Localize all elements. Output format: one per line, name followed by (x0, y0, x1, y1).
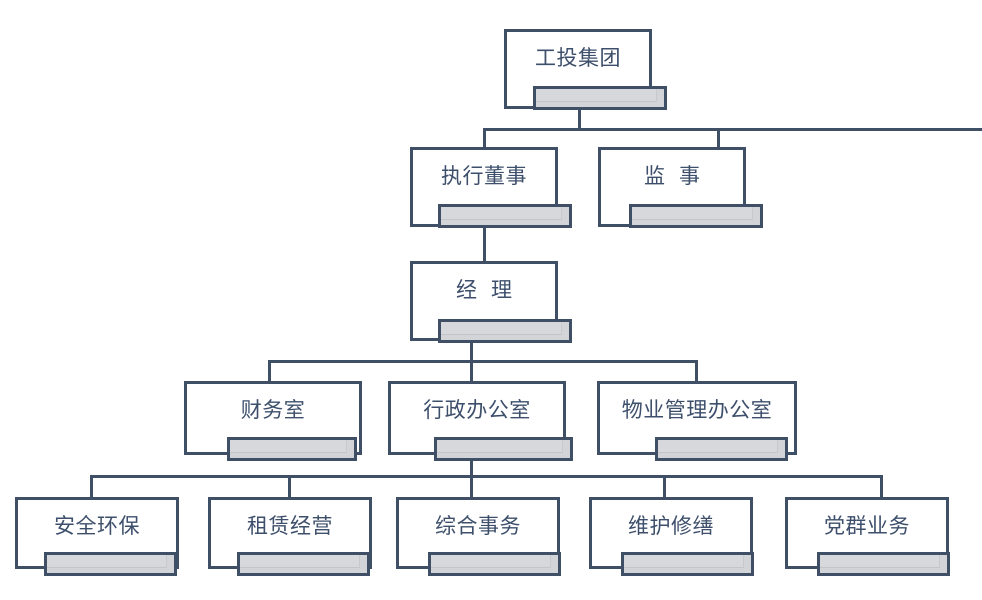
org-node-label: 行政办公室 (423, 398, 531, 422)
org-node-base-bar (621, 552, 754, 576)
org-node-label: 租赁经营 (247, 514, 333, 538)
connector-to-n3 (717, 128, 720, 148)
org-node-zhixing-dongshi[interactable]: 执行董事 (410, 147, 558, 227)
org-node-base-bar (428, 552, 561, 576)
org-node-base-bar (237, 552, 370, 576)
connector-to-n12 (880, 475, 883, 498)
org-node-label: 党群业务 (824, 514, 910, 538)
org-node-base-bar (655, 437, 788, 461)
org-node-base-bar (533, 86, 667, 110)
org-node-label: 工投集团 (535, 46, 621, 70)
connector-n1-down (578, 109, 581, 131)
org-node-base-bar (438, 319, 572, 343)
connector-level2-bus-fix (483, 128, 720, 131)
org-node-label: 监事 (644, 164, 714, 188)
connector-level5-bus (90, 475, 883, 478)
org-node-base-bar (438, 204, 572, 228)
org-node-label: 维护修缮 (628, 514, 714, 538)
org-node-label: 安全环保 (54, 514, 140, 538)
connector-to-n9 (288, 475, 291, 498)
org-node-base-bar (44, 552, 177, 576)
connector-level2-bus (483, 128, 982, 131)
org-node-label: 物业管理办公室 (621, 398, 773, 422)
connector-n2-to-n4 (483, 210, 486, 262)
connector-to-n10 (470, 475, 473, 498)
org-node-label: 执行董事 (441, 164, 527, 188)
org-node-base-bar (434, 437, 573, 461)
connector-level4-bus (268, 360, 698, 363)
connector-to-n7 (695, 360, 698, 382)
org-node-label: 经理 (456, 278, 526, 302)
org-node-base-bar (227, 437, 357, 461)
connector-to-n8 (90, 475, 93, 498)
connector-to-n5 (268, 360, 271, 382)
org-node-base-bar (629, 204, 763, 228)
org-node-label: 财务室 (240, 398, 306, 422)
org-node-base-bar (817, 552, 950, 576)
org-node-label: 综合事务 (435, 514, 521, 538)
connector-to-n11 (663, 475, 666, 498)
connector-n4-down (470, 325, 473, 361)
connector-to-n6 (470, 360, 473, 382)
connector-to-n2 (483, 128, 486, 148)
